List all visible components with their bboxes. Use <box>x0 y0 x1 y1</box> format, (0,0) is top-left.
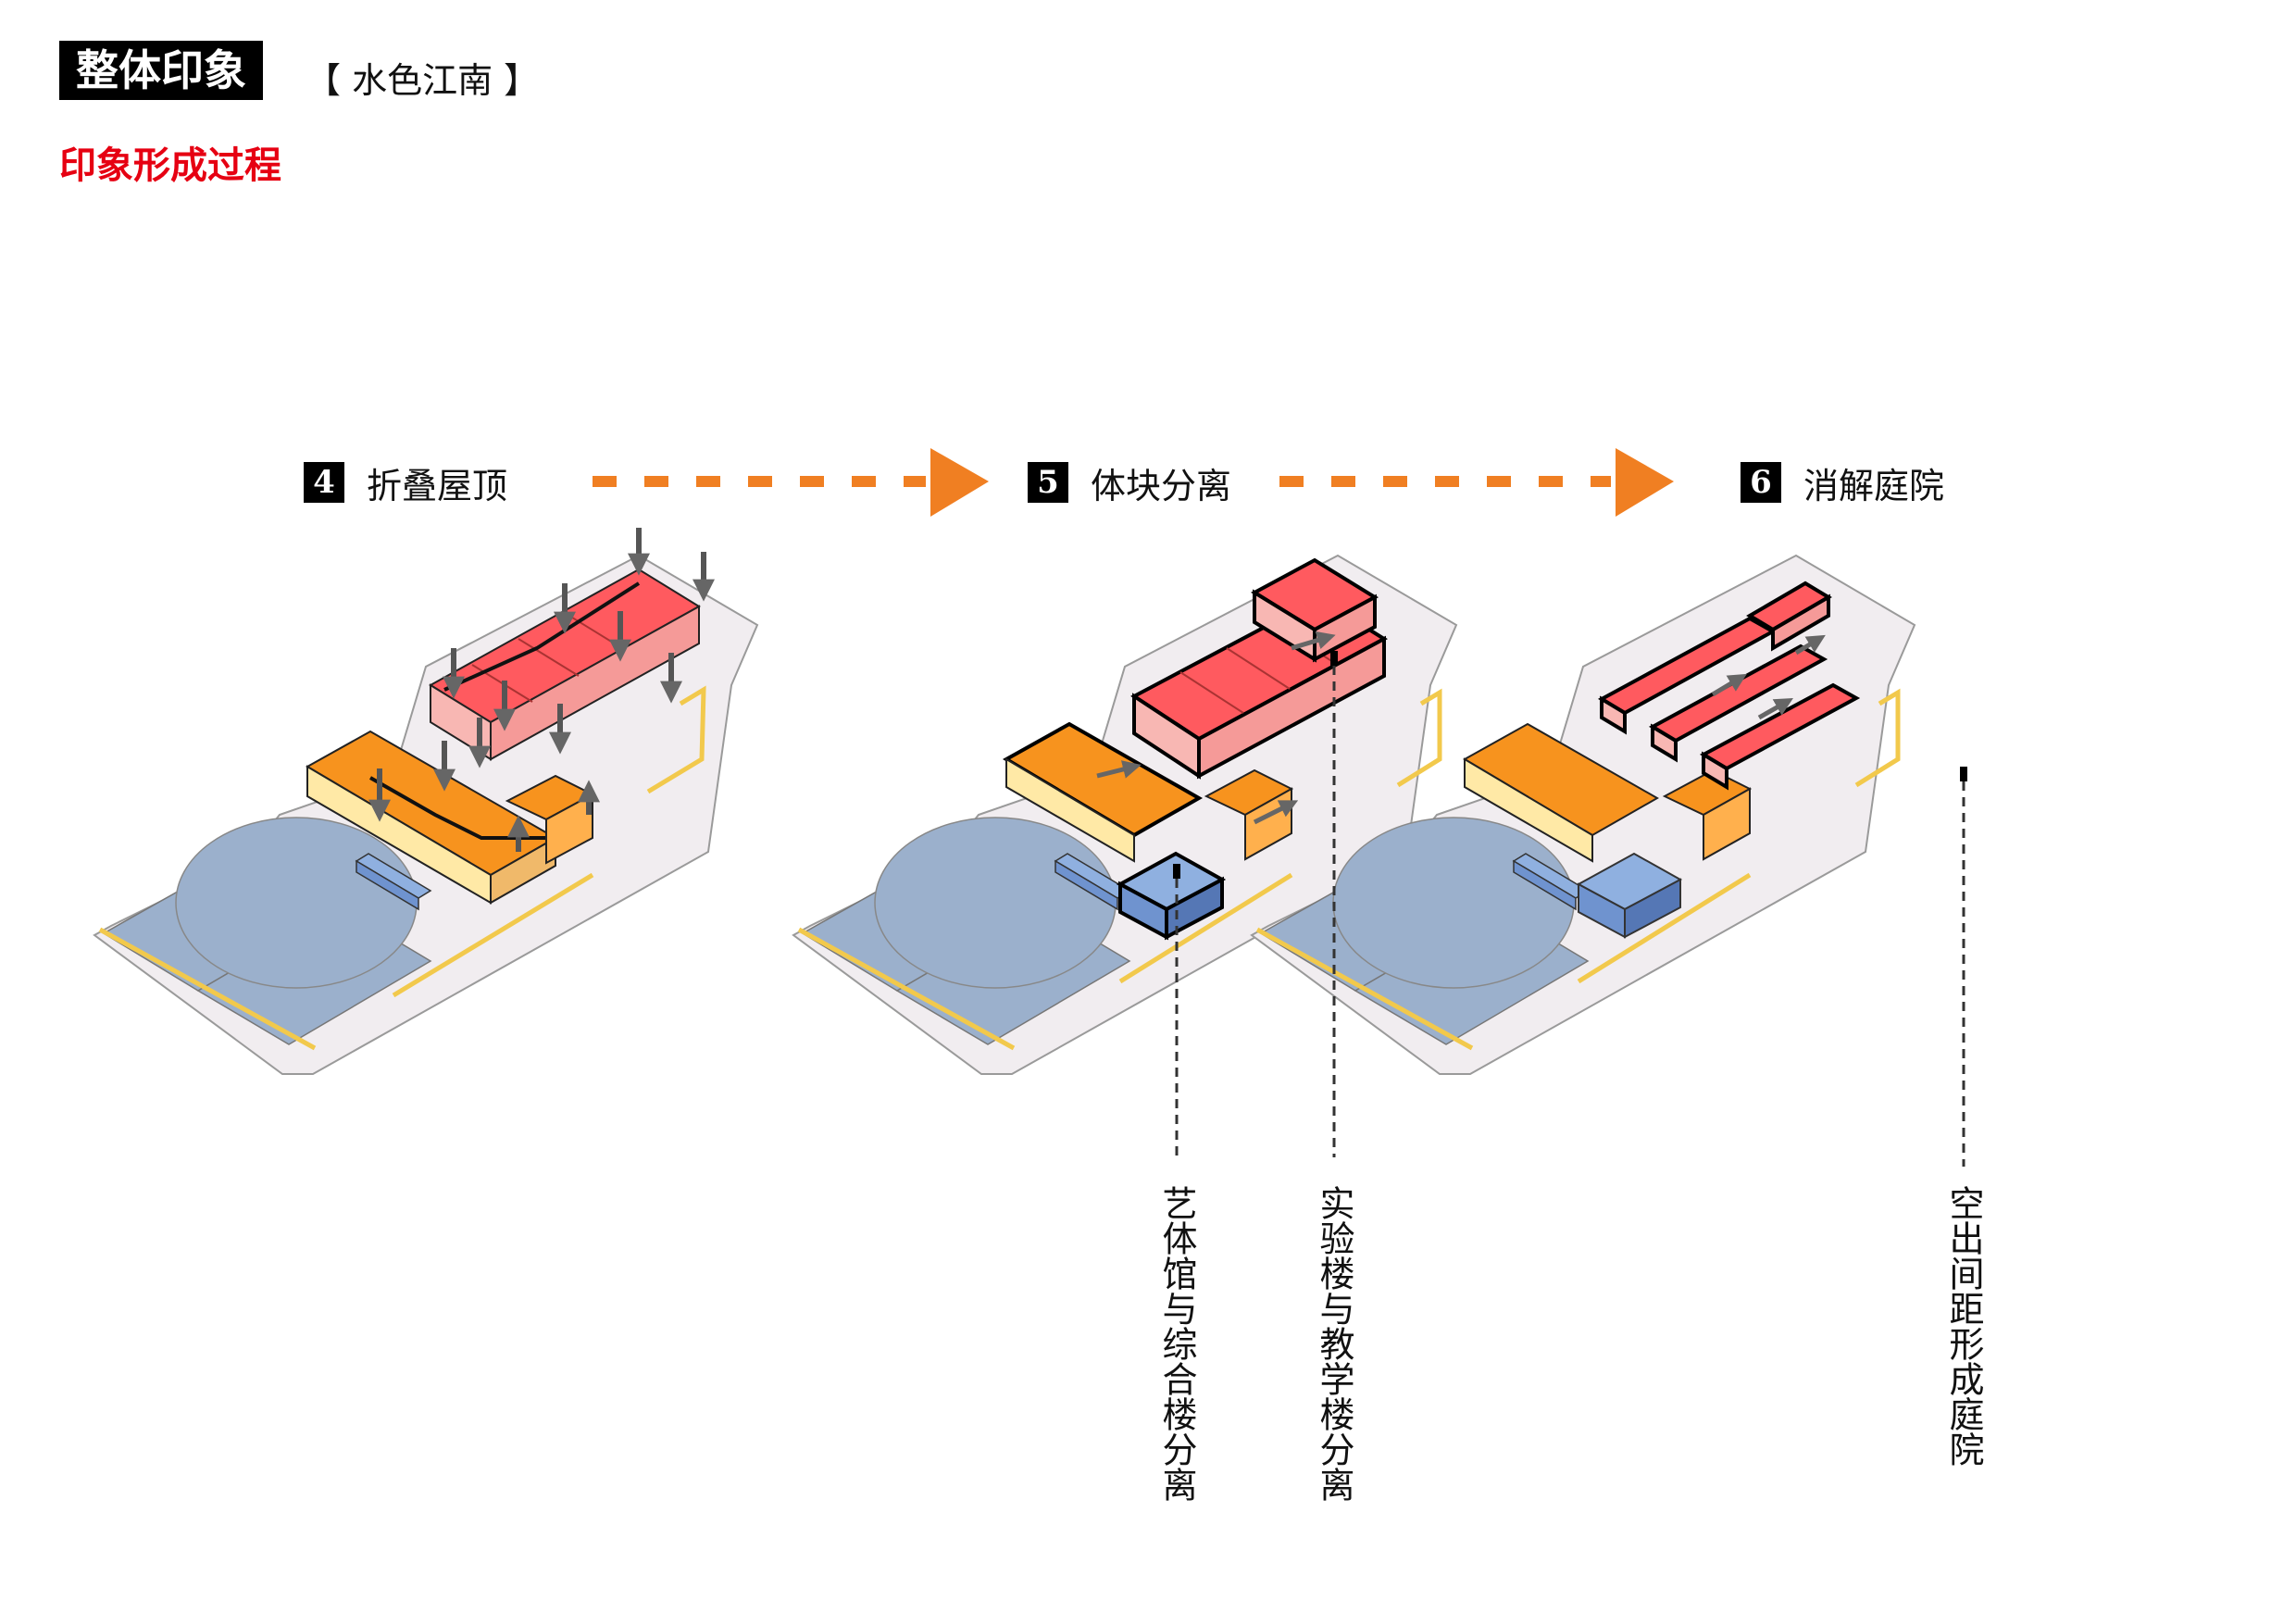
connector-arrow-1 <box>593 448 989 517</box>
model-courtyards <box>1250 554 1916 1075</box>
leader-line-1 <box>1173 864 1180 1157</box>
step-fold-roof: 4 折叠屋顶 <box>304 461 507 506</box>
leader-line-2 <box>1330 651 1338 1157</box>
leader-line-3 <box>1960 767 1967 1167</box>
annotation-courtyard: 空出间距形成庭院 <box>1943 1185 1984 1467</box>
model-folded-roof <box>93 528 759 1075</box>
step-label: 消解庭院 <box>1803 465 1945 506</box>
step-number: 4 <box>304 462 344 503</box>
model-separated-volumes <box>792 554 1458 1075</box>
step-separate-volumes: 5 体块分离 <box>1028 461 1231 506</box>
annotation-art-hall: 艺体馆与综合楼分离 <box>1156 1185 1197 1502</box>
title-tag: 整体印象 <box>59 41 263 100</box>
annotation-lab-building: 实验楼与教学楼分离 <box>1314 1185 1354 1502</box>
step-label: 体块分离 <box>1091 465 1232 506</box>
step-label: 折叠屋顶 <box>367 465 508 506</box>
step-number: 6 <box>1741 462 1781 503</box>
section-title: 印象形成过程 <box>59 144 281 187</box>
subtitle: 【 水色江南 】 <box>306 60 540 101</box>
step-number: 5 <box>1028 462 1068 503</box>
step-dissolve-courtyard: 6 消解庭院 <box>1741 461 1944 506</box>
connector-arrow-2 <box>1279 448 1674 517</box>
